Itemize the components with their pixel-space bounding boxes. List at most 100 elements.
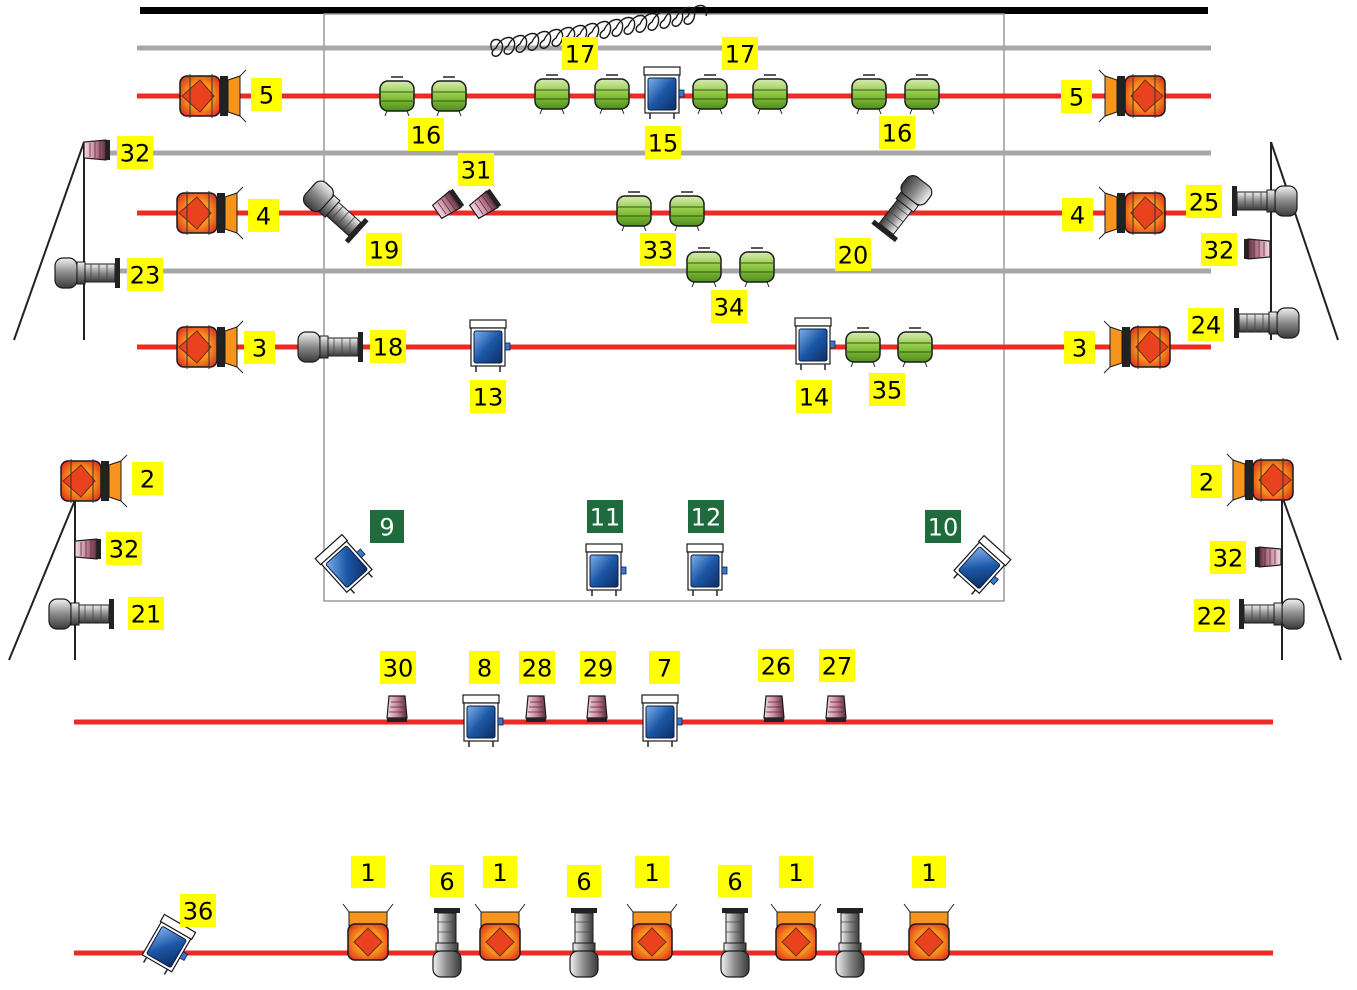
fresnel-1-c[interactable] xyxy=(626,903,678,961)
label-text: 6 xyxy=(439,868,454,896)
flood-34-b[interactable] xyxy=(739,247,775,288)
fresnel-4-left[interactable] xyxy=(176,186,244,240)
label-14: 14 xyxy=(796,380,832,413)
fresnel-5-right[interactable] xyxy=(1098,69,1166,123)
label-6-a: 6 xyxy=(430,865,464,897)
moving-head-8[interactable] xyxy=(462,694,504,748)
label-text: 26 xyxy=(761,653,792,681)
flood-17-left[interactable] xyxy=(534,74,570,115)
label-text: 1 xyxy=(492,859,507,887)
label-24: 24 xyxy=(1188,308,1224,341)
label-19: 19 xyxy=(366,233,402,266)
label-2-left: 2 xyxy=(132,462,163,495)
par-26[interactable] xyxy=(763,695,785,723)
label-text: 17 xyxy=(565,41,596,69)
par-32-upper-right[interactable] xyxy=(1243,238,1271,260)
label-text: 16 xyxy=(411,122,442,150)
label-1-a: 1 xyxy=(351,856,385,888)
flood-35-b[interactable] xyxy=(897,327,933,368)
flood-17-right-b[interactable] xyxy=(752,74,788,115)
flood-34[interactable] xyxy=(686,247,722,288)
flood-33[interactable] xyxy=(616,191,652,232)
moving-head-13[interactable] xyxy=(469,319,511,373)
label-text: 15 xyxy=(648,130,679,158)
par-32-lower-left[interactable] xyxy=(74,538,102,560)
label-text: 16 xyxy=(882,120,913,148)
label-text: 5 xyxy=(259,82,274,110)
label-1-c: 1 xyxy=(635,856,669,888)
par-28[interactable] xyxy=(525,695,547,723)
fresnel-5-left[interactable] xyxy=(179,69,247,123)
profile-22[interactable] xyxy=(1238,598,1305,630)
label-text: 21 xyxy=(131,601,162,629)
label-text: 32 xyxy=(1213,545,1244,573)
label-34: 34 xyxy=(711,290,747,323)
fresnel-1-d[interactable] xyxy=(770,903,822,961)
label-25: 25 xyxy=(1186,185,1222,218)
profile-18[interactable] xyxy=(297,331,364,363)
moving-head-14[interactable] xyxy=(794,317,836,371)
label-text: 24 xyxy=(1191,312,1222,340)
label-4-right: 4 xyxy=(1062,198,1093,231)
label-text: 30 xyxy=(383,655,414,683)
profile-6-a[interactable] xyxy=(432,907,462,978)
label-text: 1 xyxy=(644,859,659,887)
label-text: 36 xyxy=(183,898,214,926)
flood-16-left-b[interactable] xyxy=(431,76,467,117)
label-text: 27 xyxy=(822,653,853,681)
label-4-left: 4 xyxy=(248,199,279,232)
moving-head-7[interactable] xyxy=(641,694,683,748)
flood-17-right[interactable] xyxy=(692,74,728,115)
moving-head-15[interactable] xyxy=(643,66,685,120)
moving-head-11[interactable] xyxy=(585,543,627,597)
label-10: 10 xyxy=(925,510,961,543)
profile-20[interactable] xyxy=(870,171,936,243)
par-32-lower-right[interactable] xyxy=(1254,546,1282,568)
profile-21[interactable] xyxy=(48,598,115,630)
profile-23[interactable] xyxy=(54,257,121,289)
label-text: 28 xyxy=(522,655,553,683)
label-7: 7 xyxy=(649,651,680,684)
fresnel-1-b[interactable] xyxy=(474,903,526,961)
label-text: 32 xyxy=(109,536,140,564)
profile-24[interactable] xyxy=(1233,307,1300,339)
fresnel-3-right[interactable] xyxy=(1103,320,1171,374)
par-32-upper-left[interactable] xyxy=(83,139,111,161)
fresnel-1-a[interactable] xyxy=(342,903,394,961)
label-text: 31 xyxy=(461,157,492,185)
label-text: 33 xyxy=(643,237,674,265)
flood-16-right[interactable] xyxy=(851,74,887,115)
label-29: 29 xyxy=(580,651,616,684)
fresnel-3-left[interactable] xyxy=(176,320,244,374)
flood-33-b[interactable] xyxy=(669,191,705,232)
label-text: 32 xyxy=(1204,237,1235,265)
label-text: 14 xyxy=(799,384,830,412)
label-2-right: 2 xyxy=(1191,465,1222,498)
label-text: 34 xyxy=(714,294,745,322)
flood-16-left[interactable] xyxy=(379,76,415,117)
par-29[interactable] xyxy=(586,695,608,723)
label-28: 28 xyxy=(519,651,555,684)
label-9: 9 xyxy=(370,510,404,543)
label-text: 12 xyxy=(691,504,722,532)
fresnel-1-e[interactable] xyxy=(903,903,955,961)
label-17-left: 17 xyxy=(562,37,598,70)
label-text: 8 xyxy=(477,655,492,683)
label-16-right: 16 xyxy=(879,116,915,149)
fresnel-2-right[interactable] xyxy=(1226,453,1294,507)
fresnel-2-left[interactable] xyxy=(60,454,128,508)
profile-25[interactable] xyxy=(1231,185,1298,217)
flood-35[interactable] xyxy=(845,327,881,368)
flood-17-left-b[interactable] xyxy=(594,74,630,115)
moving-head-12[interactable] xyxy=(686,543,728,597)
fixtures xyxy=(48,66,1305,981)
label-text: 7 xyxy=(657,655,672,683)
profile-6-d[interactable] xyxy=(835,907,865,978)
flood-16-right-b[interactable] xyxy=(904,74,940,115)
profile-6-c[interactable] xyxy=(720,907,750,978)
label-16-left: 16 xyxy=(408,118,444,151)
profile-6-b[interactable] xyxy=(569,907,599,978)
par-27[interactable] xyxy=(825,695,847,723)
par-30[interactable] xyxy=(386,695,408,723)
fresnel-4-right[interactable] xyxy=(1098,186,1166,240)
